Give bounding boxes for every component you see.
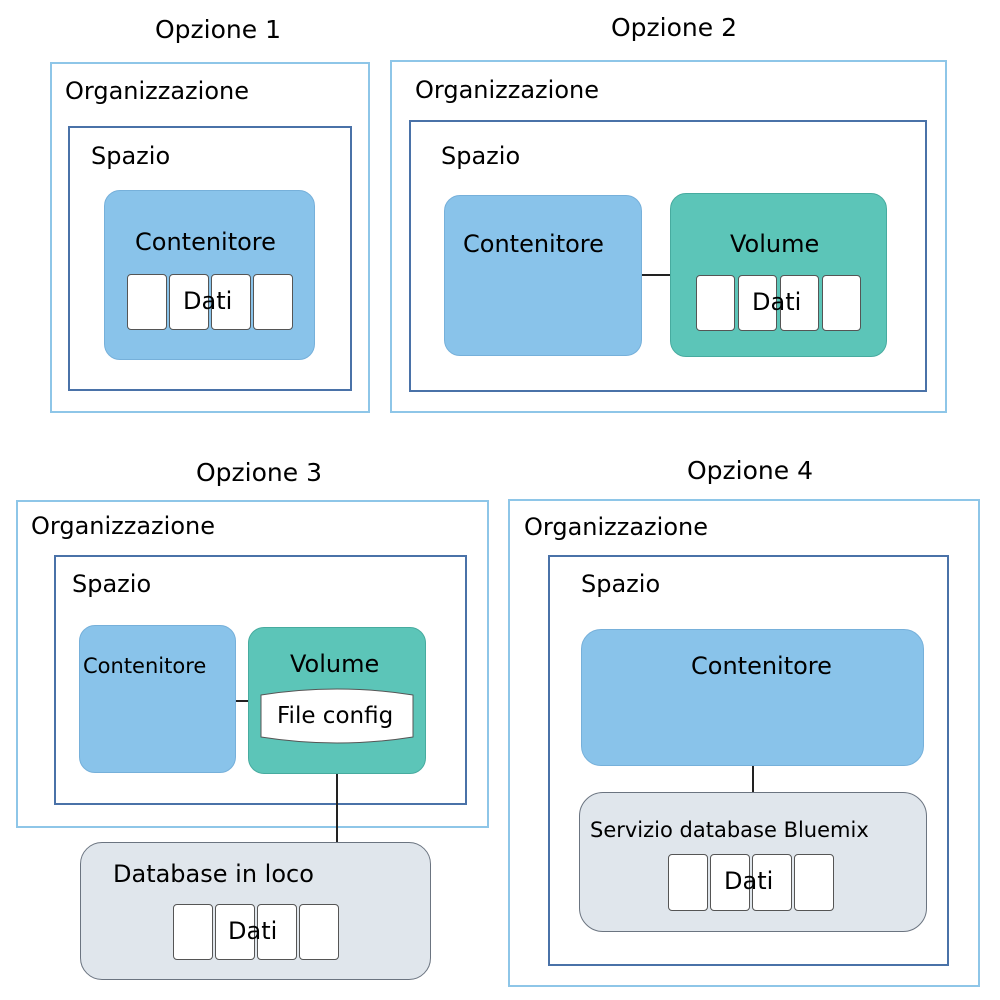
option-title: Opzione 3 xyxy=(196,458,322,487)
container-label: Contenitore xyxy=(463,230,604,258)
data-cell xyxy=(696,275,735,331)
connector-line xyxy=(336,774,338,843)
container-label: Contenitore xyxy=(691,652,832,680)
data-cell xyxy=(253,274,293,330)
space-label: Spazio xyxy=(72,570,152,598)
container-box xyxy=(444,195,642,356)
data-cell xyxy=(173,904,213,960)
container-label: Contenitore xyxy=(135,228,276,256)
data-cell xyxy=(215,904,255,960)
space-label: Spazio xyxy=(581,570,661,598)
database-label: Servizio database Bluemix xyxy=(590,818,869,842)
data-label: Dati xyxy=(183,287,233,315)
volume-label: Volume xyxy=(730,230,820,258)
container-box xyxy=(581,629,924,766)
option-title: Opzione 1 xyxy=(155,15,281,44)
cylinder-shape xyxy=(260,688,414,744)
data-cell xyxy=(780,275,819,331)
connector-line xyxy=(642,274,670,276)
data-cell xyxy=(710,854,750,911)
data-cell xyxy=(211,274,251,330)
data-cell xyxy=(299,904,339,960)
volume-label: Volume xyxy=(290,650,380,678)
on-premise-database-box xyxy=(80,842,431,980)
data-cell xyxy=(257,904,297,960)
connector-line xyxy=(236,700,248,702)
organization-label: Organizzazione xyxy=(415,76,599,104)
file-config-label: File config xyxy=(277,703,394,729)
organization-label: Organizzazione xyxy=(65,77,249,105)
connector-line xyxy=(752,766,754,792)
data-label: Dati xyxy=(752,288,802,316)
data-cell xyxy=(794,854,834,911)
organization-label: Organizzazione xyxy=(524,513,708,541)
data-cell xyxy=(738,275,777,331)
data-cell xyxy=(668,854,708,911)
data-label: Dati xyxy=(724,867,774,895)
data-cell xyxy=(822,275,861,331)
organization-label: Organizzazione xyxy=(31,512,215,540)
database-label: Database in loco xyxy=(113,860,314,888)
data-cell xyxy=(169,274,209,330)
option-title: Opzione 4 xyxy=(687,456,813,485)
data-cell xyxy=(752,854,792,911)
option-title: Opzione 2 xyxy=(611,13,737,42)
space-label: Spazio xyxy=(441,142,521,170)
data-cell xyxy=(127,274,167,330)
space-label: Spazio xyxy=(91,142,171,170)
container-label: Contenitore xyxy=(83,654,207,678)
container-box xyxy=(79,625,236,773)
data-label: Dati xyxy=(228,917,278,945)
